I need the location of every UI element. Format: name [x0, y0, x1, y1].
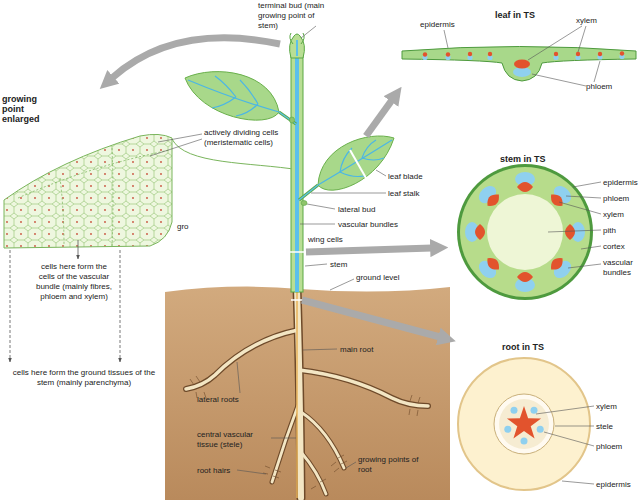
part-label: wing cells: [308, 235, 343, 245]
part-label: main root: [340, 345, 373, 355]
view-heading: stem in TS: [500, 154, 546, 164]
label-anchor: gro: [176, 222, 190, 232]
label-anchor: central vascular tissue (stele): [197, 430, 269, 450]
part-label: cells here form the cells of the vascula…: [34, 262, 114, 302]
label-anchor: main root: [340, 345, 373, 355]
label-anchor: cells here form the ground tissues of th…: [4, 368, 164, 388]
label-anchor: phloem: [596, 442, 622, 452]
view-heading: leaf in TS: [495, 10, 535, 20]
part-label: gro: [176, 222, 190, 232]
part-label: central vascular tissue (stele): [197, 430, 269, 450]
label-anchor: leaf blade: [388, 172, 423, 182]
part-label: phloem: [586, 82, 612, 92]
part-label: cortex: [603, 242, 625, 252]
label-anchor: stem: [330, 260, 347, 270]
part-label: epidermis: [603, 178, 638, 188]
part-label: terminal bud (main growing point of stem…: [258, 1, 330, 31]
part-label: growing points of root: [358, 455, 420, 475]
view-heading: growing point enlarged: [2, 94, 60, 124]
label-anchor: cortex: [603, 242, 625, 252]
label-anchor: leaf stalk: [388, 189, 420, 199]
part-label: epidermis: [596, 480, 631, 490]
label-anchor: stele: [596, 422, 613, 432]
label-anchor: lateral bud: [338, 205, 375, 215]
part-label: vascular bundles: [338, 220, 398, 230]
label-anchor: ground level: [356, 273, 400, 283]
label-anchor: pith: [603, 226, 616, 236]
label-anchor: xylem: [596, 402, 617, 412]
part-label: actively dividing cells (meristematic ce…: [204, 128, 304, 148]
label-anchor: vascular bundles: [603, 258, 637, 278]
section-region: root in TS: [452, 336, 598, 494]
part-label: stem: [330, 260, 347, 270]
section-region: stem in TS: [455, 148, 597, 304]
part-label: leaf blade: [388, 172, 423, 182]
label-anchor: root hairs: [197, 466, 230, 476]
section-region: leaf in TS: [398, 2, 638, 84]
label-anchor: vascular bundles: [338, 220, 398, 230]
label-anchor: epidermis: [603, 178, 638, 188]
part-label: xylem: [603, 210, 624, 220]
label-anchor: epidermis: [596, 480, 631, 490]
part-label: epidermis: [420, 20, 455, 30]
part-label: phloem: [603, 194, 629, 204]
part-label: xylem: [576, 16, 597, 26]
label-anchor: cells here form the cells of the vascula…: [34, 262, 114, 302]
label-anchor: terminal bud (main growing point of stem…: [258, 1, 330, 31]
part-label: cells here form the ground tissues of th…: [4, 368, 164, 388]
part-label: pith: [603, 226, 616, 236]
part-label: vascular bundles: [603, 258, 637, 278]
label-anchor: xylem: [576, 16, 597, 26]
label-anchor: wing cells: [308, 235, 343, 245]
label-anchor: growing points of root: [358, 455, 420, 475]
section-region: growing point enlarged: [0, 92, 176, 250]
label-anchor: xylem: [603, 210, 624, 220]
part-label: lateral roots: [197, 395, 239, 405]
part-label: phloem: [596, 442, 622, 452]
label-anchor: epidermis: [420, 20, 455, 30]
label-anchor: actively dividing cells (meristematic ce…: [204, 128, 304, 148]
part-label: ground level: [356, 273, 400, 283]
label-anchor: lateral roots: [197, 395, 239, 405]
label-anchor: phloem: [586, 82, 612, 92]
part-label: leaf stalk: [388, 189, 420, 199]
part-label: xylem: [596, 402, 617, 412]
part-label: stele: [596, 422, 613, 432]
label-anchor: phloem: [603, 194, 629, 204]
view-heading: root in TS: [502, 342, 544, 352]
part-label: root hairs: [197, 466, 230, 476]
part-label: lateral bud: [338, 205, 375, 215]
